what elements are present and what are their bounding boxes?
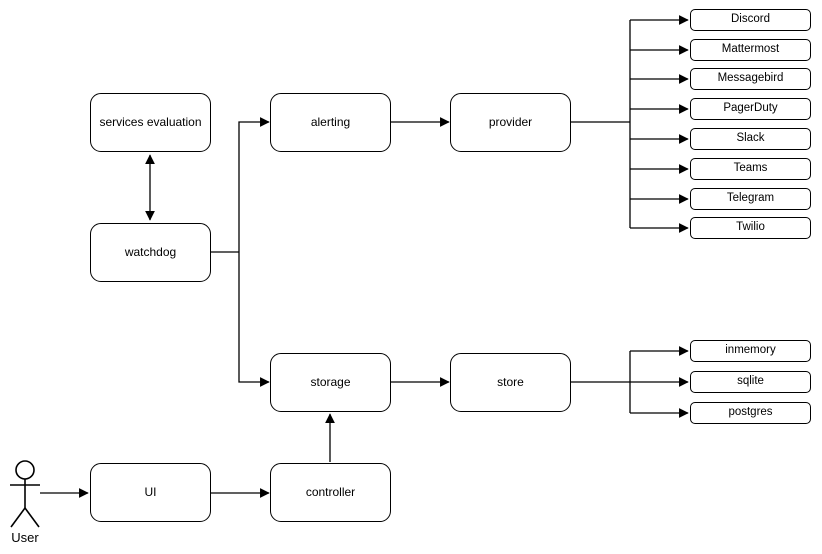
node-storage-label: storage — [310, 374, 351, 389]
edge-watchdog-to-storage — [238, 252, 270, 387]
node-provider-discord-label: Discord — [731, 13, 770, 26]
node-provider-pagerduty[interactable]: PagerDuty — [690, 98, 811, 120]
stick-figure-actor-icon — [10, 460, 40, 528]
actor-user-label: User — [11, 530, 39, 545]
node-provider-slack[interactable]: Slack — [690, 128, 811, 150]
node-provider-telegram-label: Telegram — [726, 192, 775, 205]
node-store-postgres[interactable]: postgres — [690, 402, 811, 424]
node-provider-mattermost-label: Mattermost — [721, 43, 780, 56]
node-provider-pagerduty-label: PagerDuty — [723, 102, 778, 115]
node-ui-label: UI — [144, 484, 157, 499]
node-provider-twilio[interactable]: Twilio — [690, 217, 811, 239]
node-provider-messagebird[interactable]: Messagebird — [690, 68, 811, 90]
node-provider-twilio-label: Twilio — [736, 221, 765, 234]
node-provider-label: provider — [488, 114, 533, 129]
node-store-label: store — [497, 374, 524, 389]
node-provider-teams-label: Teams — [733, 162, 768, 175]
node-alerting[interactable]: alerting — [270, 93, 391, 152]
node-store-sqlite[interactable]: sqlite — [690, 371, 811, 393]
node-provider-teams[interactable]: Teams — [690, 158, 811, 180]
node-store-postgres-label: postgres — [728, 406, 773, 419]
node-provider[interactable]: provider — [450, 93, 571, 152]
node-provider-discord[interactable]: Discord — [690, 9, 811, 31]
node-storage[interactable]: storage — [270, 353, 391, 412]
node-store-sqlite-label: sqlite — [737, 375, 764, 388]
node-watchdog-label: watchdog — [124, 244, 177, 259]
node-alerting-label: alerting — [310, 114, 351, 129]
edge-watchdog-to-alerting — [238, 117, 270, 252]
node-services-evaluation[interactable]: services evaluation — [90, 93, 211, 152]
node-watchdog[interactable]: watchdog — [90, 223, 211, 282]
node-store-inmemory-label: inmemory — [725, 344, 776, 357]
node-controller[interactable]: controller — [270, 463, 391, 522]
node-provider-messagebird-label: Messagebird — [717, 72, 784, 85]
node-provider-mattermost[interactable]: Mattermost — [690, 39, 811, 61]
node-provider-slack-label: Slack — [736, 132, 765, 145]
node-provider-telegram[interactable]: Telegram — [690, 188, 811, 210]
node-services-evaluation-label: services evaluation — [99, 114, 202, 129]
node-controller-label: controller — [305, 484, 356, 499]
node-ui[interactable]: UI — [90, 463, 211, 522]
node-store-inmemory[interactable]: inmemory — [690, 340, 811, 362]
node-store[interactable]: store — [450, 353, 571, 412]
